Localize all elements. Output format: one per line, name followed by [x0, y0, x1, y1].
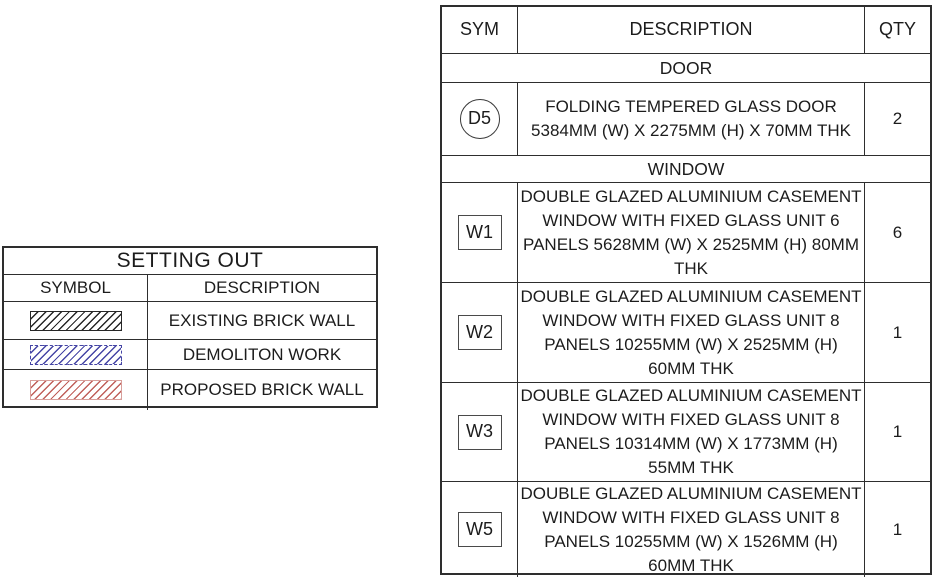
schedule-header-sym: SYM — [442, 7, 518, 54]
legend-description: PROPOSED BRICK WALL — [160, 380, 364, 400]
table-row: W1 — [442, 183, 518, 283]
window-symbol-badge: W5 — [457, 512, 502, 547]
schedule-header-qty: QTY — [865, 7, 930, 54]
table-row — [4, 340, 148, 370]
table-row: W5 — [442, 482, 518, 577]
table-row: W3 — [442, 383, 518, 482]
schedule-description: DOUBLE GLAZED ALUMINIUM CASEMENT WINDOW … — [518, 183, 865, 283]
proposed-brick-wall-hatch-icon — [29, 380, 122, 400]
section-header-window: WINDOW — [442, 156, 930, 183]
schedule-qty: 6 — [865, 183, 930, 283]
window-symbol-badge: W3 — [457, 414, 502, 450]
table-row — [4, 302, 148, 340]
schedule-description: DOUBLE GLAZED ALUMINIUM CASEMENT WINDOW … — [518, 283, 865, 383]
setting-out-title: SETTING OUT — [4, 248, 376, 275]
schedule-header-description: DESCRIPTION — [518, 7, 865, 54]
schedule-qty: 2 — [865, 83, 930, 156]
door-window-schedule-table: SYM DESCRIPTION QTY DOOR D5 FOLDING TEMP… — [440, 5, 932, 577]
setting-out-table: SETTING OUT SYMBOL DESCRIPTION EXISTING … — [2, 246, 378, 410]
schedule-qty: 1 — [892, 519, 903, 539]
setting-out-header-description: DESCRIPTION — [148, 275, 376, 302]
window-symbol-badge: W2 — [457, 315, 502, 350]
section-header-door: DOOR — [442, 54, 930, 83]
setting-out-header-symbol: SYMBOL — [4, 275, 148, 302]
schedule-description: DOUBLE GLAZED ALUMINIUM CASEMENT WINDOW … — [518, 482, 865, 577]
table-row — [4, 370, 148, 410]
legend-description: DEMOLITON WORK — [148, 340, 376, 370]
door-symbol-badge: D5 — [459, 99, 500, 139]
legend-description: EXISTING BRICK WALL — [148, 302, 376, 340]
existing-brick-wall-hatch-icon — [29, 310, 122, 331]
table-row: W2 — [442, 283, 518, 383]
schedule-description: FOLDING TEMPERED GLASS DOOR 5384MM (W) X… — [518, 83, 865, 156]
demolition-work-hatch-icon — [29, 344, 122, 365]
schedule-qty: 1 — [865, 383, 930, 482]
table-row: D5 — [442, 83, 518, 156]
schedule-description: DOUBLE GLAZED ALUMINIUM CASEMENT WINDOW … — [518, 383, 865, 482]
schedule-qty: 1 — [865, 283, 930, 383]
window-symbol-badge: W1 — [457, 215, 502, 250]
